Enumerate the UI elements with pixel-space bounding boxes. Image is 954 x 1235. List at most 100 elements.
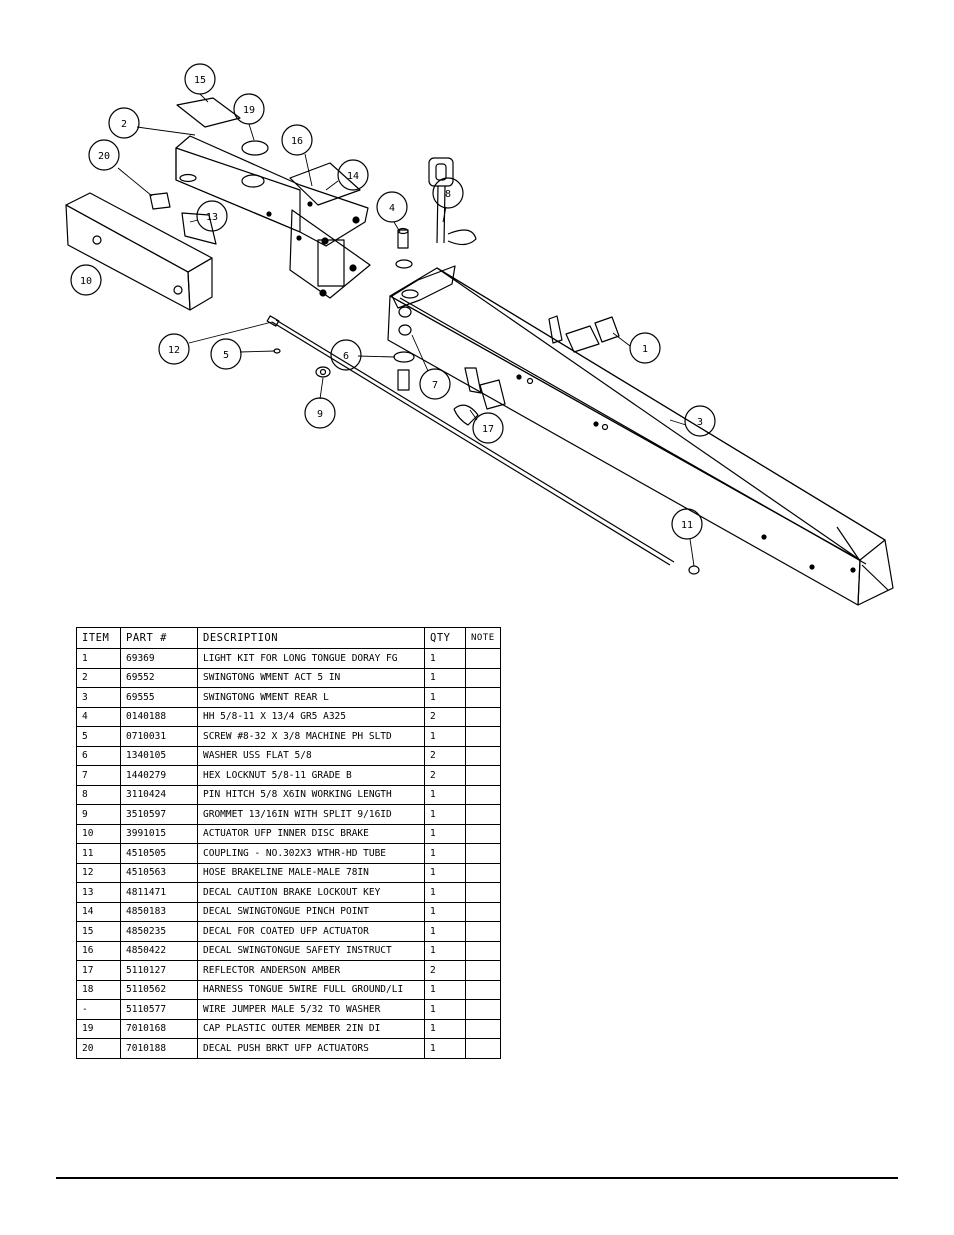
cell-qty: 1 bbox=[424, 667, 466, 688]
actuator-inner-part bbox=[65, 192, 213, 311]
cell-note bbox=[465, 745, 501, 766]
cell-part-number: 3110424 bbox=[120, 784, 198, 805]
cell-item: 6 bbox=[76, 745, 121, 766]
cell-description: SCREW #8-32 X 3/8 MACHINE PH SLTD bbox=[197, 726, 425, 747]
callout-balloons bbox=[70, 63, 716, 540]
cell-note bbox=[465, 921, 501, 942]
cell-note bbox=[465, 667, 501, 688]
cell-note bbox=[465, 940, 501, 961]
callout-19: 19 bbox=[243, 105, 255, 116]
decal-13-shape bbox=[181, 212, 217, 245]
header-note: NOTE bbox=[465, 627, 501, 649]
cell-qty: 1 bbox=[424, 979, 466, 1000]
callout-6: 6 bbox=[343, 351, 349, 362]
cell-qty: 1 bbox=[424, 843, 466, 864]
cell-description: DECAL SWINGTONGUE PINCH POINT bbox=[197, 901, 425, 922]
header-description: DESCRIPTION bbox=[197, 627, 425, 649]
cell-item: 13 bbox=[76, 882, 121, 903]
cell-item: - bbox=[76, 999, 121, 1020]
cell-part-number: 4510563 bbox=[120, 862, 198, 883]
callout-10: 10 bbox=[80, 276, 92, 287]
cell-description: CAP PLASTIC OUTER MEMBER 2IN DI bbox=[197, 1018, 425, 1039]
cell-description: DECAL CAUTION BRAKE LOCKOUT KEY bbox=[197, 882, 425, 903]
cell-note bbox=[465, 979, 501, 1000]
callout-5: 5 bbox=[223, 350, 229, 361]
callout-7: 7 bbox=[432, 380, 438, 391]
callout-9: 9 bbox=[317, 409, 323, 420]
callout-11: 11 bbox=[681, 520, 693, 531]
cell-qty: 2 bbox=[424, 745, 466, 766]
cell-qty: 2 bbox=[424, 765, 466, 786]
cell-part-number: 0710031 bbox=[120, 726, 198, 747]
brake-hose-part bbox=[266, 315, 700, 575]
callout-2: 2 bbox=[121, 119, 127, 130]
cell-item: 9 bbox=[76, 804, 121, 825]
cell-part-number: 69555 bbox=[120, 687, 198, 708]
cell-qty: 2 bbox=[424, 706, 466, 727]
cell-note bbox=[465, 1038, 501, 1059]
cell-description: COUPLING - NO.302X3 WTHR-HD TUBE bbox=[197, 843, 425, 864]
cell-note bbox=[465, 823, 501, 844]
cell-qty: 1 bbox=[424, 823, 466, 844]
cell-part-number: 4850183 bbox=[120, 901, 198, 922]
cell-part-number: 69369 bbox=[120, 648, 198, 669]
cell-note bbox=[465, 784, 501, 805]
cell-description: LIGHT KIT FOR LONG TONGUE DORAY FG bbox=[197, 648, 425, 669]
cell-part-number: 1340105 bbox=[120, 745, 198, 766]
decal-1-shape bbox=[548, 315, 563, 344]
cell-note bbox=[465, 882, 501, 903]
cell-item: 10 bbox=[76, 823, 121, 844]
cell-item: 15 bbox=[76, 921, 121, 942]
cell-note bbox=[465, 765, 501, 786]
callout-17: 17 bbox=[482, 424, 494, 435]
cell-description: DECAL SWINGTONGUE SAFETY INSTRUCT bbox=[197, 940, 425, 961]
header-qty: QTY bbox=[424, 627, 466, 649]
cell-part-number: 7010188 bbox=[120, 1038, 198, 1059]
cell-note bbox=[465, 706, 501, 727]
cell-note bbox=[465, 999, 501, 1020]
cell-part-number: 5110127 bbox=[120, 960, 198, 981]
cell-description: HH 5/8-11 X 13/4 GR5 A325 bbox=[197, 706, 425, 727]
cell-qty: 1 bbox=[424, 940, 466, 961]
table-header-row: ITEM PART # DESCRIPTION QTY NOTE bbox=[76, 627, 501, 649]
callout-4: 4 bbox=[389, 203, 395, 214]
callout-15: 15 bbox=[194, 75, 206, 86]
cell-part-number: 4510505 bbox=[120, 843, 198, 864]
callout-16: 16 bbox=[291, 136, 303, 147]
cell-description: HARNESS TONGUE 5WIRE FULL GROUND/LI bbox=[197, 979, 425, 1000]
rear-tongue-part bbox=[387, 265, 894, 606]
cell-item: 17 bbox=[76, 960, 121, 981]
cell-item: 7 bbox=[76, 765, 121, 786]
callout-20: 20 bbox=[98, 151, 110, 162]
cell-note bbox=[465, 804, 501, 825]
decal-16-shape bbox=[289, 162, 361, 206]
cell-description: HOSE BRAKELINE MALE-MALE 78IN bbox=[197, 862, 425, 883]
exploded-parts-drawing: 15 19 2 16 14 20 13 4 8 10 12 5 6 7 1 9 … bbox=[65, 63, 894, 606]
cell-qty: 1 bbox=[424, 862, 466, 883]
cell-qty: 1 bbox=[424, 999, 466, 1020]
cell-part-number: 3510597 bbox=[120, 804, 198, 825]
cell-qty: 1 bbox=[424, 784, 466, 805]
cell-item: 12 bbox=[76, 862, 121, 883]
cell-qty: 1 bbox=[424, 726, 466, 747]
cell-item: 5 bbox=[76, 726, 121, 747]
cell-note bbox=[465, 960, 501, 981]
cell-part-number: 4811471 bbox=[120, 882, 198, 903]
cell-item: 19 bbox=[76, 1018, 121, 1039]
cell-description: HEX LOCKNUT 5/8-11 GRADE B bbox=[197, 765, 425, 786]
cell-part-number: 1440279 bbox=[120, 765, 198, 786]
header-item: ITEM bbox=[76, 627, 121, 649]
cell-item: 2 bbox=[76, 667, 121, 688]
cell-description: ACTUATOR UFP INNER DISC BRAKE bbox=[197, 823, 425, 844]
